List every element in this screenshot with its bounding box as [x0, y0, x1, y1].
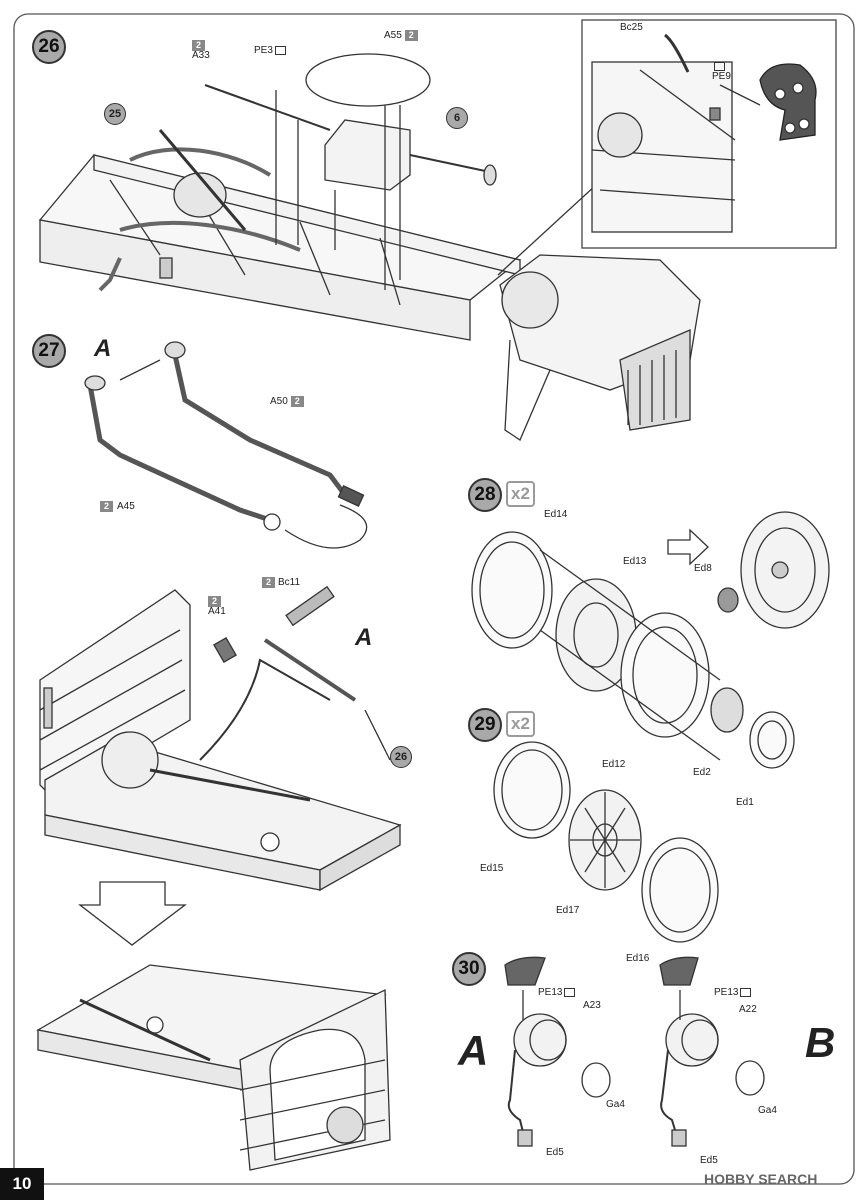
chassis-assembly-bottom	[36, 964, 391, 1171]
qty-28: x2	[506, 481, 535, 507]
label-ed14: Ed14	[544, 509, 568, 520]
ref-6-badge: 6	[446, 107, 468, 129]
variant-a-mid: A	[355, 624, 373, 651]
label-ed8: Ed8	[694, 563, 712, 574]
label-ed5-a: Ed5	[546, 1147, 564, 1158]
chassis-frame	[38, 53, 701, 441]
qty-29: x2	[506, 711, 535, 737]
variant-a-30: A	[458, 1027, 489, 1074]
label-ed1: Ed1	[736, 797, 754, 808]
label-ed12: Ed12	[602, 759, 626, 770]
label-ga4-a: Ga4	[606, 1099, 625, 1110]
label-ed13: Ed13	[623, 556, 647, 567]
ref-25-badge: 25	[104, 103, 126, 125]
wheel-29	[493, 741, 719, 943]
label-ed16: Ed16	[626, 953, 650, 964]
watermark: HOBBY SEARCH	[704, 1171, 818, 1187]
chassis-assembly-mid	[39, 585, 402, 892]
label-pe13-b: PE13	[714, 988, 752, 998]
wheel-28	[471, 511, 830, 769]
label-ed5-b: Ed5	[700, 1155, 718, 1166]
step-28-badge: 28	[468, 478, 502, 512]
step-27-badge: 27	[32, 334, 66, 368]
label-bc25: Bc25	[620, 22, 643, 33]
ref-26-badge: 26	[390, 746, 412, 768]
variant-a-27: A	[94, 335, 112, 362]
label-a23: A23	[583, 1000, 601, 1011]
label-ed17: Ed17	[556, 905, 580, 916]
label-ga4-b: Ga4	[758, 1105, 777, 1116]
step-29-badge: 29	[468, 708, 502, 742]
label-pe13-a: PE13	[538, 988, 576, 998]
label-ed2: Ed2	[693, 767, 711, 778]
label-pe3: PE3	[254, 46, 286, 56]
label-pe9: PE9	[712, 62, 731, 82]
step-26-badge: 26	[32, 30, 66, 64]
label-a22: A22	[739, 1004, 757, 1015]
headlamps-30	[504, 956, 765, 1147]
label-ed15: Ed15	[480, 863, 504, 874]
step-30-badge: 30	[452, 952, 486, 986]
down-arrow	[78, 881, 187, 946]
variant-b-30: B	[805, 1019, 836, 1066]
page-number: 10	[0, 1168, 44, 1200]
label-a33: 2 A33	[192, 40, 210, 62]
steering-linkage	[84, 341, 368, 549]
inset-detail	[591, 33, 817, 233]
